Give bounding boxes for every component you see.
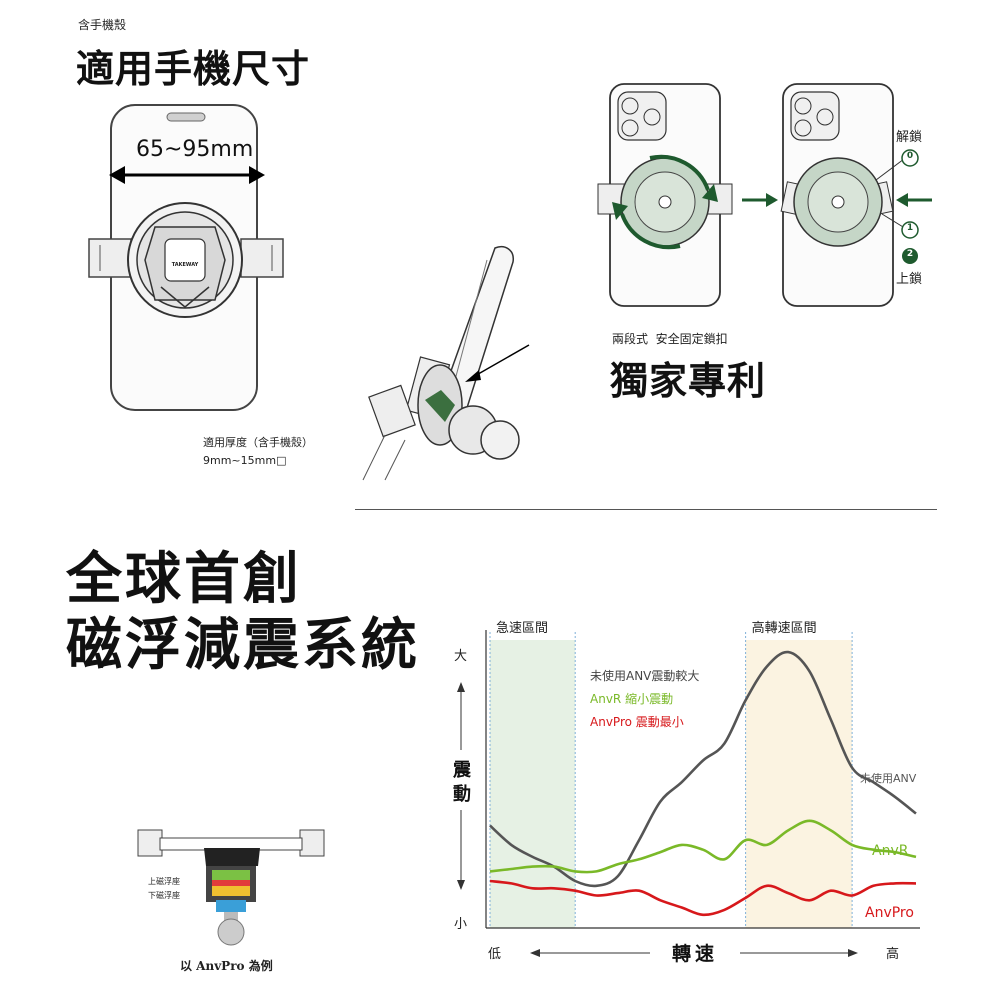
zone-rapid-bg [490, 640, 576, 928]
series-line-anvr [489, 819, 917, 874]
brand-badge: TAKEWAY [171, 262, 199, 268]
vibration-chart: 急速區間 高轉速區間 大 小 震 動 低 高 轉速 未使用ANV AnvR An… [453, 620, 920, 965]
phone-mount-illustration [88, 104, 284, 411]
y-axis-title-1: 震 [453, 760, 472, 781]
zone-rapid-label: 急速區間 [496, 621, 548, 636]
upper-magnet-label: 上磁浮座 [148, 877, 180, 886]
maglev-title-line1: 全球首創 [66, 547, 302, 612]
y-axis-title-2: 動 [453, 783, 471, 805]
y-low-label: 小 [454, 917, 467, 932]
unlock-label: 解鎖 [896, 130, 923, 145]
x-axis-title: 轉速 [672, 942, 718, 965]
series-line-no-anv [489, 650, 917, 888]
patent-title: 獨家專利 [610, 359, 767, 403]
phone-size-title: 適用手機尺寸 [76, 47, 311, 91]
maglev-mount-illustration [137, 829, 325, 946]
step-2-badge: 2 [906, 249, 914, 259]
section-divider [355, 509, 937, 510]
lock-subtitle: 兩段式 安全固定鎖扣 [612, 332, 728, 346]
x-arrow-left-head [530, 949, 540, 957]
annotation-no-anv: 未使用ANV震動較大 [590, 668, 699, 683]
series-label-anvr: AnvR [872, 843, 909, 859]
series-label-anvpro: AnvPro [865, 905, 914, 921]
step-0-badge: 0 [906, 151, 914, 161]
x-low-label: 低 [488, 947, 501, 962]
annotation-anvr: AnvR 縮小震動 [590, 691, 673, 706]
maglev-title-line2: 磁浮減震系統 [66, 613, 420, 678]
y-arrow-up-head [457, 682, 465, 692]
thickness-label: 適用厚度（含手機殼） 9mm~15mm□ [203, 434, 313, 470]
x-high-label: 高 [886, 946, 899, 962]
lock-mechanism-illustration [597, 83, 932, 307]
y-arrow-down-head [457, 880, 465, 890]
y-high-label: 大 [454, 649, 467, 664]
step-1-badge: 1 [906, 223, 914, 233]
annotation-anvpro: AnvPro 震動最小 [590, 715, 684, 729]
zone-high-bg [745, 640, 853, 928]
series-label-no-anv: 未使用ANV [860, 772, 917, 785]
thickness-value: 9mm~15mm□ [203, 454, 287, 467]
x-arrow-right-head [848, 949, 858, 957]
lock-label: 上鎖 [896, 272, 923, 287]
maglev-caption: 以 AnvPro 為例 [180, 959, 273, 973]
series-line-anvpro [489, 879, 917, 917]
lower-magnet-label: 下磁浮座 [148, 891, 180, 900]
eyebrow-label: 含手機殼 [78, 18, 127, 32]
width-range-label: 65~95mm [136, 137, 254, 162]
side-mount-illustration [362, 246, 530, 481]
zone-high-label: 高轉速區間 [752, 620, 817, 636]
thickness-title: 適用厚度（含手機殼） [203, 436, 313, 449]
